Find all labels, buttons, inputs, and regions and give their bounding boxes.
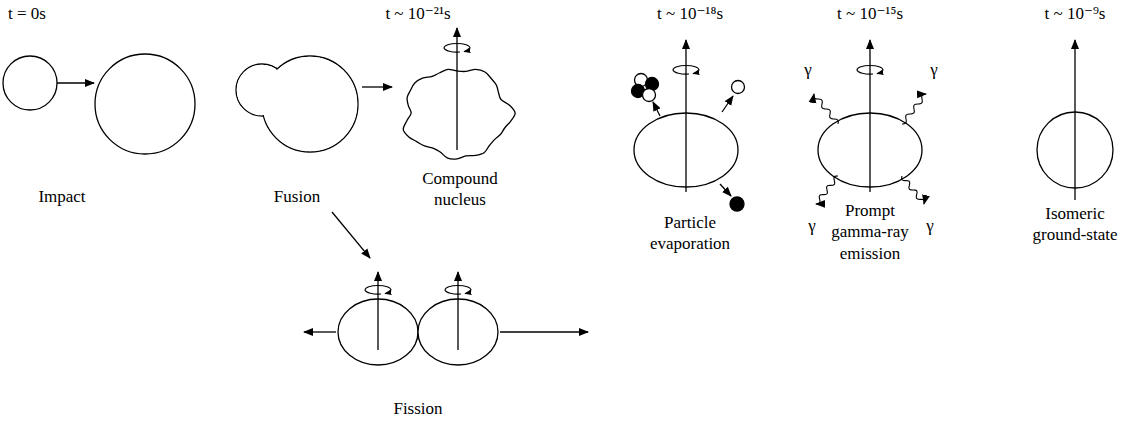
gamma-ray (814, 94, 839, 124)
reaction-stage: Prompt gamma-ray emission (800, 30, 945, 270)
spin-axis (456, 28, 457, 150)
gamma-label: γ (808, 216, 816, 236)
motion-arrow (500, 331, 588, 332)
stage-caption: Prompt gamma-ray emission (826, 200, 914, 264)
nucleus-outline (643, 89, 656, 102)
stage-caption: Impact (17, 186, 107, 207)
stage-label: Isomeric ground-state (1023, 203, 1127, 246)
stage-connector (332, 212, 370, 258)
time-label: t ~ 10⁻¹⁸s (657, 4, 723, 24)
reaction-stage: Fission (330, 258, 510, 424)
rotation-arrow (445, 286, 471, 295)
motion-arrow (304, 331, 336, 332)
stage-label: Fission (373, 398, 463, 419)
motion-arrow (720, 184, 731, 196)
stage-caption: Compound nucleus (414, 168, 506, 211)
nucleus-outline (3, 56, 57, 110)
gamma-ray (816, 176, 838, 204)
stage-connector (362, 86, 392, 87)
nucleus-outline (95, 54, 195, 154)
time-label: t ~ 10⁻⁹s (1045, 4, 1106, 24)
reaction-stage: Particle evaporation (620, 30, 760, 270)
stage-caption: Fission (373, 398, 463, 419)
rotation-arrow (857, 66, 883, 75)
stage-caption: Isomeric ground-state (1023, 203, 1127, 246)
nucleus-outline (730, 197, 744, 211)
spin-axis (1074, 40, 1075, 200)
reaction-stage: Fusion (232, 50, 362, 212)
stage-figure (0, 50, 200, 212)
stage-label: Fusion (252, 186, 342, 207)
reaction-stage: Impact (0, 50, 200, 212)
rotation-arrow (673, 66, 699, 75)
motion-arrow (722, 96, 733, 112)
spin-axis (869, 40, 870, 192)
rotation-arrow (444, 44, 470, 53)
time-label: t ~ 10⁻¹⁵s (837, 4, 903, 24)
stage-label: Prompt gamma-ray emission (826, 200, 914, 264)
stage-caption: Particle evaporation (640, 212, 740, 255)
gamma-label: γ (926, 216, 934, 236)
gamma-ray (902, 176, 925, 204)
stage-label: Impact (17, 186, 107, 207)
motion-arrow (653, 102, 660, 116)
gamma-ray (902, 94, 926, 124)
stage-caption: Fusion (252, 186, 342, 207)
gamma-label: γ (930, 60, 938, 80)
spin-axis (457, 272, 458, 350)
deformed-nucleus (403, 69, 515, 159)
rotation-arrow (365, 286, 391, 295)
spin-axis (685, 40, 686, 192)
stage-figure (620, 30, 760, 270)
gamma-label: γ (804, 60, 812, 80)
stage-label: Compound nucleus (414, 168, 506, 211)
reaction-stage: Isomeric ground-state (1020, 30, 1136, 260)
time-label: t ~ 10⁻²¹s (385, 4, 450, 24)
fusion-fill (263, 57, 357, 151)
spin-axis (377, 272, 378, 350)
stage-label: Particle evaporation (640, 212, 740, 255)
reaction-stage: Compound nucleus (392, 22, 530, 213)
motion-arrow (57, 82, 94, 83)
time-label: t = 0s (8, 4, 46, 24)
nucleus-outline (732, 81, 745, 94)
